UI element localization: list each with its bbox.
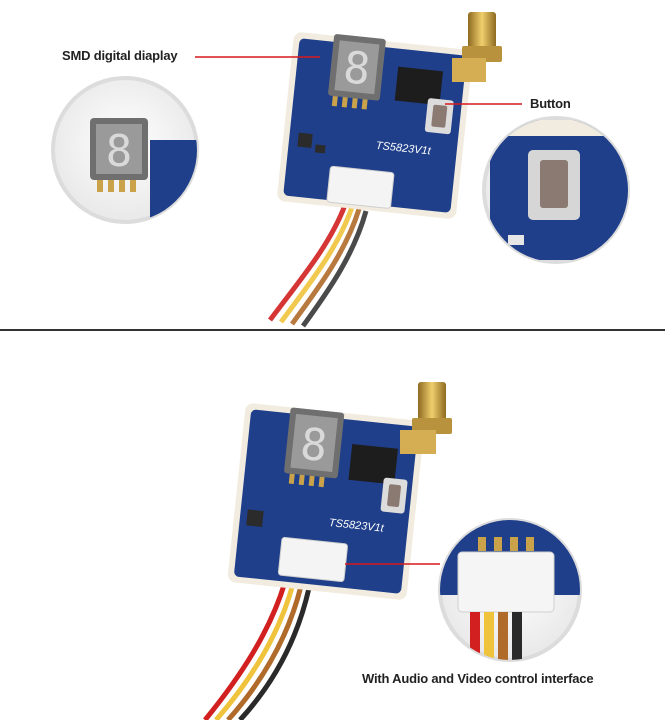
sma-antenna-connector	[452, 12, 502, 82]
ic-chip	[394, 66, 444, 106]
display-digit: 8	[341, 42, 373, 95]
connector-header	[326, 165, 395, 209]
seven-segment-display: 8	[328, 34, 386, 110]
display-label: SMD digital diaplay	[62, 48, 178, 63]
section-divider	[0, 329, 665, 331]
top-illustration: 8 TS5823V1t	[51, 12, 630, 328]
button-label: Button	[530, 96, 571, 111]
wire-bundle-bottom	[203, 581, 312, 720]
transmitter-board: 8 TS5823V1t	[277, 32, 473, 219]
wire-bundle	[268, 204, 369, 328]
interface-zoom-circle	[438, 518, 582, 662]
sma-antenna-connector-bottom	[400, 382, 452, 454]
display-zoom-circle: 8	[51, 76, 199, 224]
board-model-text-bottom: TS5823V1t	[328, 517, 385, 535]
svg-text:8: 8	[106, 126, 133, 177]
svg-text:8: 8	[298, 419, 330, 472]
top-panel: 8 TS5823V1t	[0, 0, 665, 330]
transmitter-board-bottom: 8 TS5823V1t	[227, 403, 425, 600]
tact-button	[424, 98, 454, 135]
button-zoom-circle	[482, 116, 630, 264]
interface-label: With Audio and Video control interface	[362, 671, 594, 686]
bottom-illustration: 8 TS5823V1t	[203, 382, 582, 720]
board-model-text: TS5823V1t	[375, 140, 432, 158]
bottom-panel: 8 TS5823V1t	[0, 332, 665, 720]
